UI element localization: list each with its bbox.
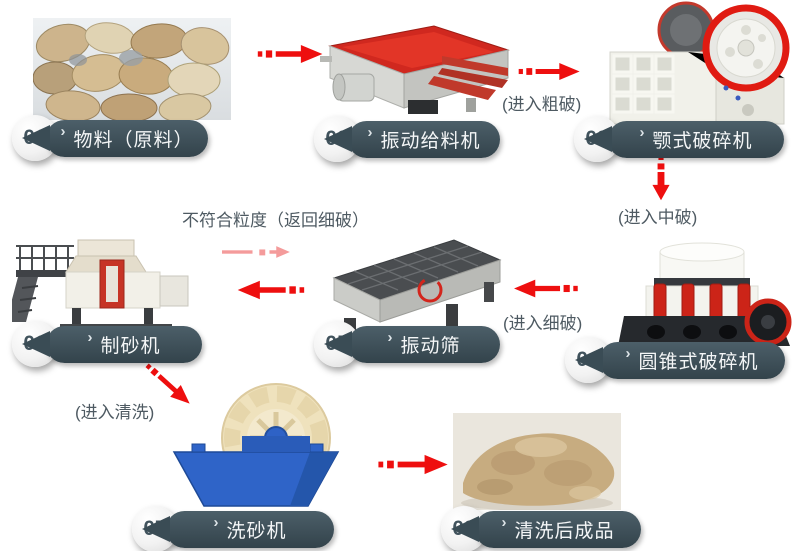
step-label: 物料（原料） (73, 129, 194, 151)
chevron-icon: › (60, 122, 67, 140)
chevron-icon: › (367, 123, 374, 141)
arrow-01-02 (256, 42, 326, 66)
chevron-icon: › (387, 328, 394, 346)
arrow-07-08 (374, 452, 454, 477)
step-02-vibrating-feeder: 02 › 振动给料机 (314, 116, 500, 162)
vibrating-screen-illustration (326, 226, 508, 332)
finished-sand-photo (453, 413, 621, 511)
chevron-icon: › (87, 328, 94, 346)
annotation-to-fine: (进入细破) (503, 314, 583, 333)
step-label-pill: › 圆锥式破碎机 (599, 341, 785, 379)
vibrating-feeder-illustration (316, 16, 514, 116)
step-label-pill: › 振动筛 (348, 325, 500, 363)
cone-crusher-illustration (616, 236, 800, 350)
step-label: 振动筛 (400, 335, 461, 357)
step-label: 圆锥式破碎机 (638, 351, 759, 373)
step-label: 振动给料机 (380, 130, 481, 152)
chevron-icon: › (625, 344, 632, 362)
step-04-cone-crusher: 04 › 圆锥式破碎机 (565, 337, 785, 383)
step-label: 制砂机 (100, 335, 161, 357)
annotation-return-fine: 不符合粒度（返回细破） (182, 211, 369, 230)
step-07-sand-washer: 07 › 洗砂机 (132, 506, 334, 551)
sand-making-machine-illustration (6, 220, 197, 330)
step-label-pill: › 颚式破碎机 (608, 120, 784, 158)
step-label-pill: › 清洗后成品 (475, 510, 641, 548)
arrow-05-06 (228, 278, 312, 302)
step-03-jaw-crusher: 03 › 颚式破碎机 (574, 116, 784, 162)
chevron-icon: › (213, 513, 220, 531)
step-08-finished-product: 08 › 清洗后成品 (441, 506, 641, 551)
step-01-material: 01 › 物料（原料） (12, 115, 208, 161)
step-label-pill: › 洗砂机 (166, 510, 334, 548)
arrow-03-04-down (648, 154, 674, 202)
arrow-04-05 (510, 277, 580, 300)
step-05-vibrating-screen: 05 › 振动筛 (314, 321, 500, 367)
chevron-icon: › (501, 513, 508, 531)
step-label-pill: › 振动给料机 (348, 120, 500, 158)
step-label: 洗砂机 (226, 520, 287, 542)
raw-material-rocks-photo (32, 18, 231, 123)
sand-washer-illustration (160, 380, 350, 510)
step-label: 清洗后成品 (514, 520, 615, 542)
arrow-06-07-diagonal (139, 356, 200, 414)
step-label: 颚式破碎机 (652, 130, 753, 152)
chevron-icon: › (639, 123, 646, 141)
step-label-pill: › 物料（原料） (46, 119, 208, 157)
annotation-to-wash: (进入清洗) (75, 403, 155, 422)
annotation-to-medium: (进入中破) (618, 208, 698, 227)
annotation-to-coarse: (进入粗破) (502, 95, 582, 114)
arrow-02-03 (517, 60, 583, 83)
step-06-sand-maker: 06 › 制砂机 (12, 321, 202, 367)
arrow-return-06-05 (222, 243, 300, 261)
jaw-crusher-illustration (598, 0, 796, 128)
step-label-pill: › 制砂机 (46, 325, 202, 363)
